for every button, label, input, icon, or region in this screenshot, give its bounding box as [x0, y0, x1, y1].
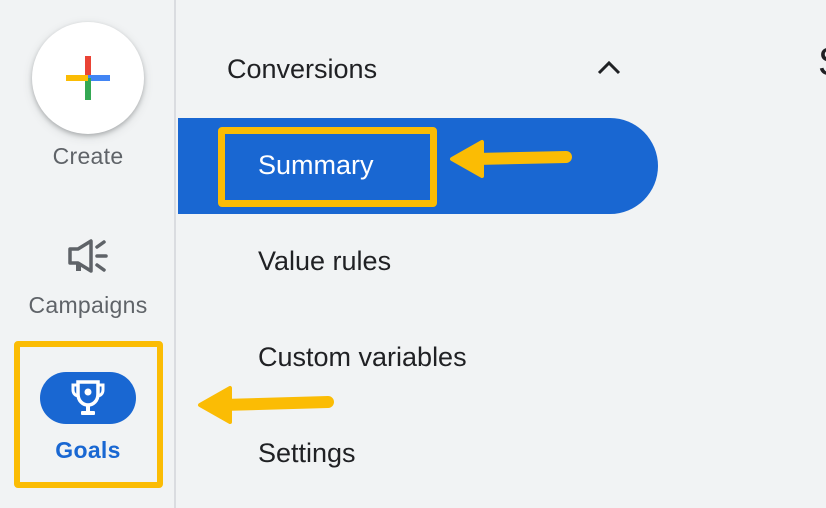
active-item-background[interactable] — [178, 118, 658, 214]
trophy-icon — [71, 380, 105, 415]
chevron-up-icon[interactable] — [596, 58, 622, 76]
campaigns-label[interactable]: Campaigns — [28, 292, 148, 318]
summary-highlight-box — [218, 127, 437, 207]
nav-item-settings[interactable]: Settings — [258, 438, 356, 468]
goals-highlight-box — [14, 341, 163, 488]
nav-item-custom-variables[interactable]: Custom variables — [258, 342, 467, 372]
arrow-left-icon — [450, 140, 572, 178]
create-button[interactable] — [32, 22, 144, 134]
conversions-section-title[interactable]: Conversions — [227, 54, 378, 84]
plus-icon — [66, 56, 110, 100]
megaphone-icon[interactable] — [67, 238, 109, 274]
nav-item-summary[interactable]: Summary — [258, 150, 374, 180]
arrow-left-icon — [198, 386, 334, 424]
nav-item-value-rules[interactable]: Value rules — [258, 246, 392, 276]
goals-label[interactable]: Goals — [55, 437, 121, 463]
page-title-partial: S — [818, 40, 826, 85]
create-label[interactable]: Create — [52, 143, 124, 169]
goals-button[interactable] — [40, 372, 136, 424]
navigation-rail: Create Campaigns Goals — [0, 0, 176, 508]
